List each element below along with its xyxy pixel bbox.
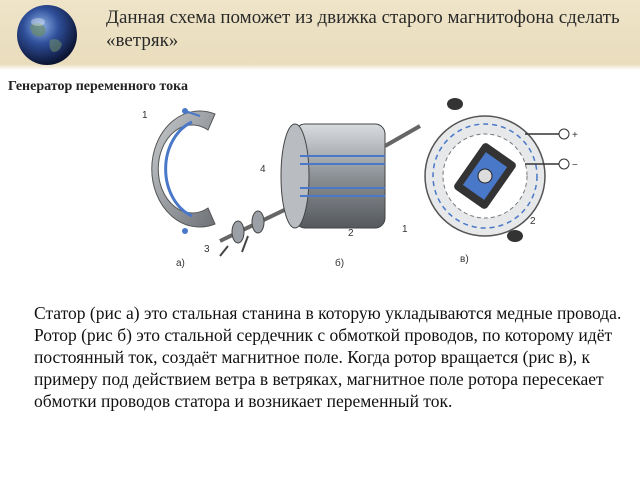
callout-2-b: 2	[348, 228, 354, 239]
explanation-text: Статор (рис а) это стальная станина в ко…	[34, 303, 622, 411]
callout-3-a: 3	[204, 244, 210, 255]
callout-1-a: 1	[142, 110, 148, 121]
header-band	[0, 0, 640, 70]
callout-1-c: 1	[402, 224, 408, 235]
stator-figure-a	[151, 108, 216, 234]
panel-label-a: а)	[176, 258, 185, 269]
callout-4-a: 4	[260, 164, 266, 175]
generator-figure-c	[424, 98, 570, 242]
rotor-figure-b	[280, 123, 421, 229]
generator-diagram: а) б) в) 1 2 3 4 1 2 + −	[142, 98, 578, 269]
terminal-minus: −	[572, 160, 578, 171]
callout-2-c: 2	[530, 216, 536, 227]
panel-label-c: в)	[460, 254, 469, 265]
panel-label-b: б)	[335, 257, 344, 269]
globe-icon	[17, 5, 77, 65]
diagram-caption: Генератор переменного тока	[8, 79, 188, 94]
page-title: Данная схема поможет из движка старого м…	[106, 7, 620, 51]
terminal-plus: +	[572, 130, 578, 141]
